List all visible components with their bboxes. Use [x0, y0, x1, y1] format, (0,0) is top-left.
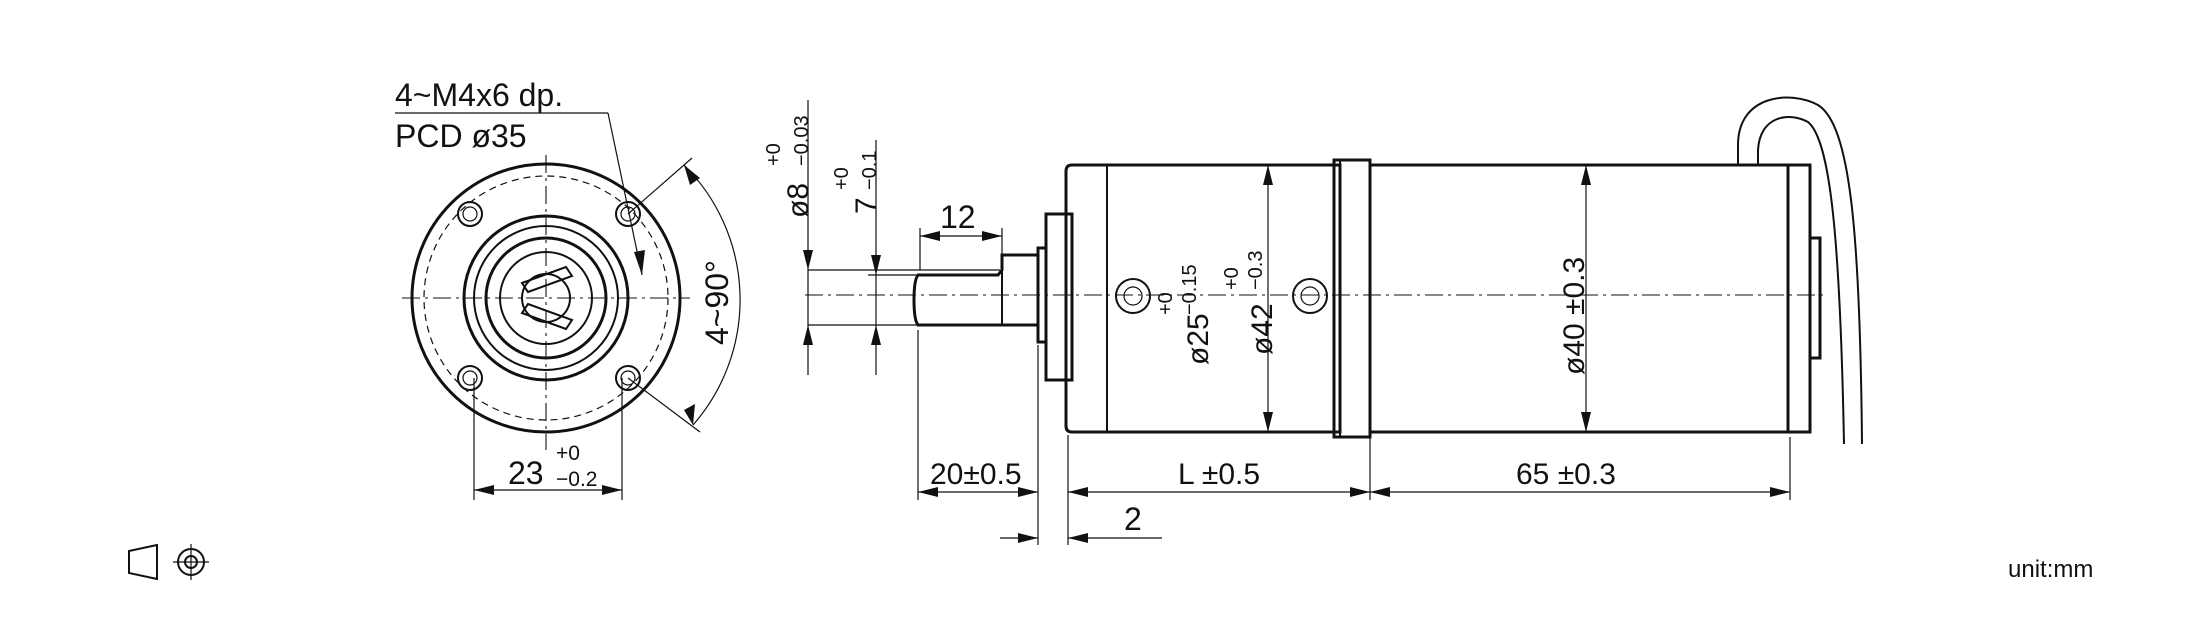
- pcd-label: PCD ø35: [395, 118, 527, 154]
- flange-width-tol-upper: +0: [556, 442, 580, 465]
- projection-frustum-icon: [128, 543, 158, 581]
- gear-dia-tol-lower: −0.3: [1245, 251, 1267, 290]
- pilot-collar: [1036, 212, 1074, 382]
- motor-dia-label: ø40 ±0.3: [1558, 257, 1591, 375]
- key-length-label: 12: [940, 199, 976, 235]
- hole-spec-label: 4~M4x6 dp.: [395, 77, 563, 113]
- flange-width-tol-lower: −0.2: [556, 468, 597, 491]
- shaft-dia-tol-lower: −0.03: [791, 115, 813, 166]
- side-view: [803, 96, 1863, 545]
- gear-dia-tol-upper: +0: [1221, 267, 1243, 290]
- front-flange-outer: [410, 162, 682, 434]
- pilot-dia-value: ø25: [1182, 313, 1215, 365]
- gear-dia-value: ø42: [1246, 303, 1279, 355]
- gearbox-body: [1064, 158, 1372, 439]
- gearbox-length-label: L ±0.5: [1178, 458, 1260, 491]
- unit-label: unit:mm: [2008, 556, 2093, 583]
- pilot-length-label: 2: [1124, 501, 1142, 537]
- shaft-flat-tol-lower: −0.1: [859, 151, 881, 190]
- mounting-hole-top-left: [457, 201, 483, 227]
- mounting-hole-bottom-right: [615, 365, 641, 391]
- shaft-flat-value: 7: [850, 197, 883, 214]
- shaft-dia-value: ø8: [782, 183, 815, 218]
- output-shaft: [912, 253, 1040, 327]
- shaft-length-label: 20±0.5: [930, 458, 1022, 491]
- projection-circle-icon: [173, 544, 209, 580]
- mounting-hole-bottom-left: [457, 365, 483, 391]
- pilot-dia-tol-lower: −0.15: [1179, 264, 1201, 315]
- front-body-circle: [462, 214, 630, 382]
- pilot-dia-tol-upper: +0: [1155, 292, 1177, 315]
- lead-wire: [1737, 96, 1863, 445]
- flange-width-value: 23: [508, 455, 544, 491]
- shaft-flat-tol-upper: +0: [831, 167, 853, 190]
- front-view: [395, 112, 741, 500]
- motor-length-label: 65 ±0.3: [1516, 458, 1616, 491]
- shaft-dia-tol-upper: +0: [763, 143, 785, 166]
- hole-angle-label: 4~90°: [699, 260, 735, 345]
- motor-body: [1368, 163, 1822, 434]
